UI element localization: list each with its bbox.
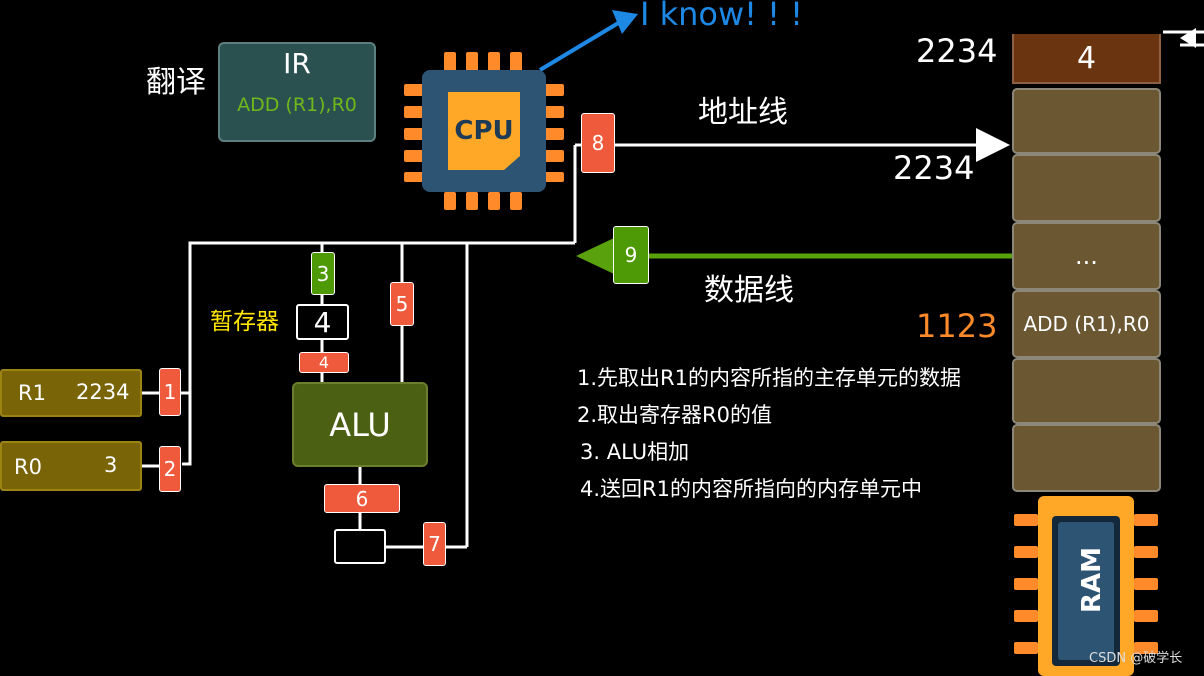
cpu-label: CPU	[454, 116, 514, 146]
register-r0-value: 3	[104, 453, 118, 477]
memory-top-cell: 4	[1012, 34, 1161, 84]
ir-title: IR	[283, 47, 311, 80]
memory-top-address: 2234	[916, 32, 998, 70]
step-2-text: 2.取出寄存器R0的值	[577, 403, 772, 427]
memory-cell	[1012, 88, 1161, 154]
internal-bus	[182, 241, 575, 466]
register-r1-value: 2234	[76, 380, 130, 404]
register-r0: R0 3	[0, 441, 142, 491]
memory-cell-ellipsis: ...	[1012, 222, 1161, 290]
instruction-address: 1123	[916, 307, 998, 345]
memory-cell	[1012, 424, 1161, 492]
ram-label: RAM	[1077, 546, 1107, 613]
ram-chip-icon	[1014, 496, 1158, 676]
memory-cell-instruction: ADD (R1),R0	[1012, 290, 1161, 358]
step-tag-1: 1	[159, 368, 181, 416]
register-r1: R1 2234	[0, 369, 142, 417]
step-1-text: 1.先取出R1的内容所指的主存单元的数据	[577, 366, 961, 390]
speech-arrow	[538, 20, 622, 72]
step-3-text: 3. ALU相加	[580, 440, 690, 464]
ir-instruction: ADD (R1),R0	[237, 94, 357, 116]
memory-cell	[1012, 154, 1161, 222]
memory-cell	[1012, 358, 1161, 424]
address-bus-label: 地址线	[698, 95, 788, 130]
step-tag-9: 9	[613, 226, 649, 284]
cpu-speech-text: I know! ! !	[640, 0, 803, 33]
step-tag-3: 3	[311, 252, 335, 295]
temp-register-label: 暂存器	[210, 309, 279, 335]
register-r0-name: R0	[14, 455, 42, 479]
step-tag-5: 5	[390, 282, 414, 326]
alu-output-buffer	[334, 529, 386, 564]
alu: ALU	[292, 382, 428, 467]
step-tag-8: 8	[581, 113, 615, 173]
step-tag-6: 6	[324, 484, 400, 513]
data-bus-label: 数据线	[704, 273, 794, 308]
step-tag-2: 2	[159, 446, 181, 492]
step-4-text: 4.送回R1的内容所指向的内存单元中	[580, 477, 922, 501]
watermark: CSDN @破学长	[1089, 651, 1183, 666]
instruction-register: IR ADD (R1),R0	[218, 42, 376, 142]
translate-label: 翻译	[146, 65, 206, 100]
temp-register: 4	[296, 304, 349, 340]
register-r1-name: R1	[18, 381, 46, 405]
cpu-chip-icon	[404, 52, 564, 210]
step-tag-4: 4	[299, 352, 349, 373]
address-bus-value: 2234	[893, 149, 975, 187]
step-tag-7: 7	[423, 522, 446, 566]
